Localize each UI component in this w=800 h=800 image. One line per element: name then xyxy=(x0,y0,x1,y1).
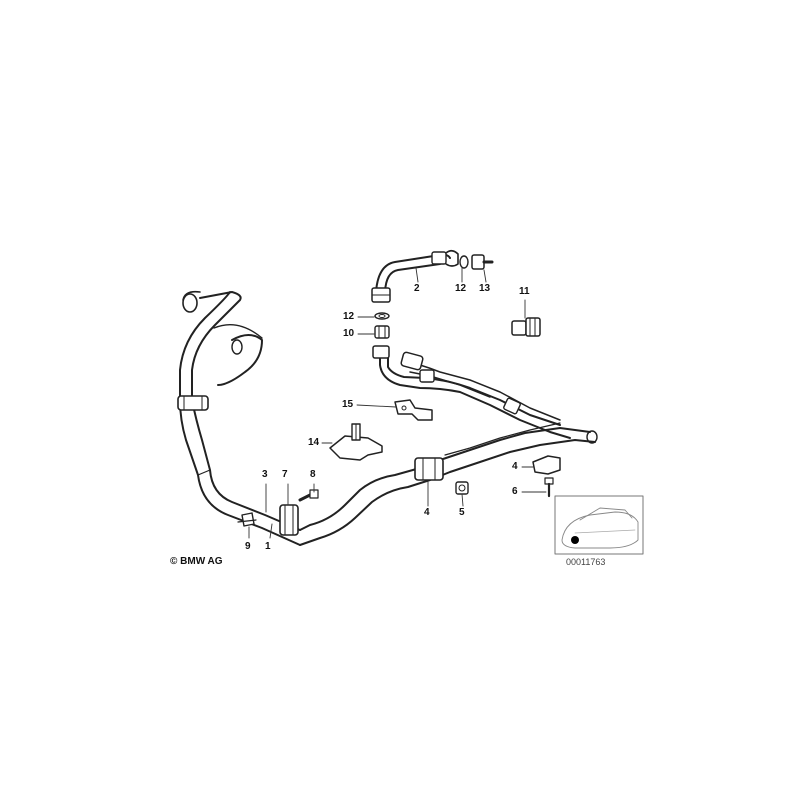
callout-15: 15 xyxy=(342,399,354,410)
banjo-bolt-13 xyxy=(459,254,494,270)
callout-12-upper: 12 xyxy=(455,283,467,294)
callout-14: 14 xyxy=(308,437,320,448)
nut-5 xyxy=(455,481,469,495)
callout-11: 11 xyxy=(519,286,530,297)
clamp-15 xyxy=(394,399,433,421)
callout-12-lower: 12 xyxy=(343,311,355,322)
callout-4-center: 4 xyxy=(424,507,430,518)
callout-7: 7 xyxy=(282,469,288,480)
callout-4-right: 4 xyxy=(512,461,518,472)
callout-6: 6 xyxy=(512,486,518,497)
document-number: 00011763 xyxy=(566,557,606,567)
left-hose-assembly xyxy=(177,290,301,546)
callout-10: 10 xyxy=(343,328,355,339)
copyright-label: © BMW AG xyxy=(170,556,223,567)
callout-2: 2 xyxy=(414,283,420,294)
car-locator-inset xyxy=(554,495,644,555)
callout-3: 3 xyxy=(262,469,268,480)
callout-8: 8 xyxy=(310,469,316,480)
callout-1: 1 xyxy=(265,541,271,552)
mount-4-center xyxy=(414,457,444,481)
upper-return-pipe xyxy=(379,349,571,439)
bracket-4-right xyxy=(532,455,561,498)
upper-hose xyxy=(371,249,459,303)
clamp-7 xyxy=(279,489,319,536)
fitting-10 xyxy=(372,312,390,359)
location-marker xyxy=(571,536,579,544)
clip-9 xyxy=(237,512,257,527)
union-fitting-11 xyxy=(511,317,541,337)
callout-9: 9 xyxy=(245,541,251,552)
bracket-14 xyxy=(329,423,383,461)
callout-5: 5 xyxy=(459,507,465,518)
leader-lines xyxy=(248,267,547,539)
callout-13: 13 xyxy=(479,283,491,294)
